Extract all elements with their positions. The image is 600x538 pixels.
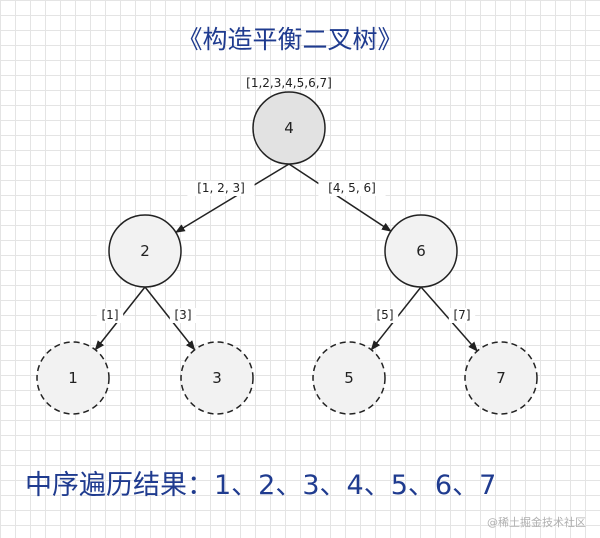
- node-label: 5: [344, 369, 354, 387]
- edge-label-background: [318, 181, 386, 196]
- edge-label-background: [96, 308, 124, 323]
- edge-label-n6-n5: [5]: [377, 308, 394, 322]
- node-circle: [36, 341, 110, 415]
- node-circle: [464, 341, 538, 415]
- edge-label-n4-n2: [1, 2, 3]: [197, 181, 245, 195]
- tree-node-4: 4: [252, 91, 326, 165]
- edge-label-background: [169, 308, 197, 323]
- diagram-title: 《构造平衡二叉树》: [177, 25, 402, 54]
- node-label: 6: [416, 242, 426, 260]
- node-label: 2: [140, 242, 150, 260]
- node-label: 1: [68, 369, 78, 387]
- watermark: @稀土掘金技术社区: [487, 515, 586, 529]
- tree-node-3: 3: [180, 341, 254, 415]
- nodes-layer: 4 2 6 1 3 5 7: [36, 91, 538, 415]
- node-label: 3: [212, 369, 222, 387]
- node-label: 4: [284, 119, 294, 137]
- tree-node-2: 2: [108, 214, 182, 288]
- edge-label-n4-n6: [4, 5, 6]: [328, 181, 376, 195]
- edge-label-background: [371, 308, 399, 323]
- edge-label-n2-n1: [1]: [102, 308, 119, 322]
- edge-label-n6-n7: [7]: [454, 308, 471, 322]
- node-circle: [312, 341, 386, 415]
- edges-layer: [1, 2, 3] [4, 5, 6] [1] [3] [5] [7]: [94, 163, 478, 352]
- node-circle: [384, 214, 458, 288]
- edge-n4-n2: [174, 163, 290, 234]
- tree-node-1: 1: [36, 341, 110, 415]
- edge-n4-n6: [288, 163, 392, 232]
- node-circle: [180, 341, 254, 415]
- inorder-result: 中序遍历结果：1、2、3、4、5、6、7: [25, 470, 496, 501]
- edge-label-n2-n3: [3]: [175, 308, 192, 322]
- edge-label-background: [187, 181, 255, 196]
- tree-node-5: 5: [312, 341, 386, 415]
- edge-label-background: [448, 308, 476, 323]
- tree-node-6: 6: [384, 214, 458, 288]
- node-circle: [108, 214, 182, 288]
- node-label: 7: [496, 369, 506, 387]
- tree-node-7: 7: [464, 341, 538, 415]
- root-array-label: [1,2,3,4,5,6,7]: [246, 76, 332, 90]
- node-circle: [252, 91, 326, 165]
